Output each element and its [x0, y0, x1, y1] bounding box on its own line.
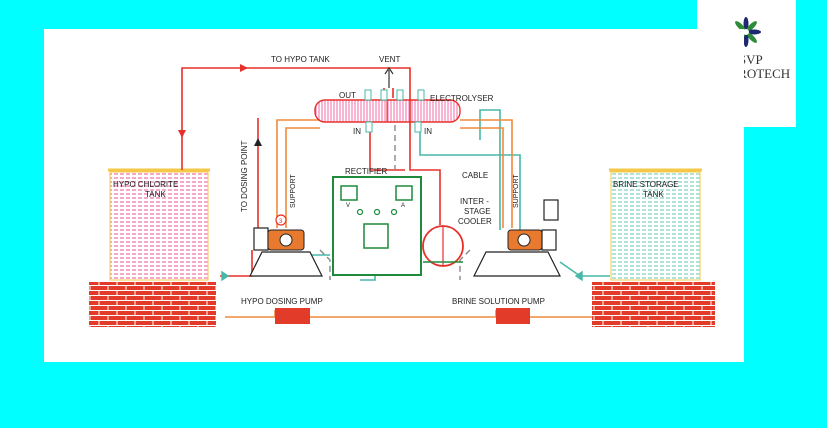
label-meter-v: V: [346, 203, 350, 209]
valve-left: [221, 270, 230, 282]
label-cooler-3: COOLER: [458, 217, 492, 226]
brine-storage-tank: [609, 168, 702, 281]
label-hypo-tank-1: HYPO CHLORITE: [113, 180, 178, 189]
flow-arrow-left-down: [178, 130, 186, 138]
label-support-left: SUPPORT: [290, 174, 297, 208]
vent-arrow: [384, 66, 394, 88]
label-pump-tag: 3: [279, 219, 283, 225]
label-support-right: SUPPORT: [513, 174, 520, 208]
inter-stage-cooler: [422, 225, 464, 267]
cable-lines: [319, 125, 471, 280]
label-cable: CABLE: [462, 171, 488, 180]
electrolyser-cell: [314, 89, 461, 133]
label-out: OUT: [339, 91, 356, 100]
brick-base-left: [89, 282, 216, 327]
label-in-left: IN: [353, 127, 361, 136]
hypo-chlorite-tank: [108, 168, 210, 281]
hypo-dosing-pump: [249, 214, 323, 324]
label-to-hypo-tank: TO HYPO TANK: [271, 55, 330, 64]
label-brine-solution-pump: BRINE SOLUTION PUMP: [452, 297, 545, 306]
brick-base-right: [592, 282, 715, 327]
flow-arrow-hypo-tank: [240, 64, 248, 72]
support-frame-lines: [225, 119, 592, 318]
label-hypo-tank-2: TANK: [145, 190, 166, 199]
label-brine-tank-2: TANK: [643, 190, 664, 199]
label-to-dosing-point: TO DOSING POINT: [240, 140, 249, 212]
label-cooler-2: STAGE: [464, 207, 491, 216]
brine-solution-pump: [473, 199, 561, 324]
valve-right: [574, 270, 583, 282]
label-hypo-dosing-pump: HYPO DOSING PUMP: [241, 297, 323, 306]
label-cooler-1: INTER -: [460, 197, 489, 206]
label-in-right: IN: [424, 127, 432, 136]
label-meter-a: A: [401, 203, 405, 209]
label-electrolyser: ELECTROLYSER: [430, 94, 494, 103]
flow-arrow-dosing-up: [254, 138, 262, 146]
label-brine-tank-1: BRINE STORAGE: [613, 180, 679, 189]
label-rectifier: RECTIFIER: [345, 167, 387, 176]
rectifier-unit: [332, 176, 422, 276]
label-vent: VENT: [379, 55, 400, 64]
